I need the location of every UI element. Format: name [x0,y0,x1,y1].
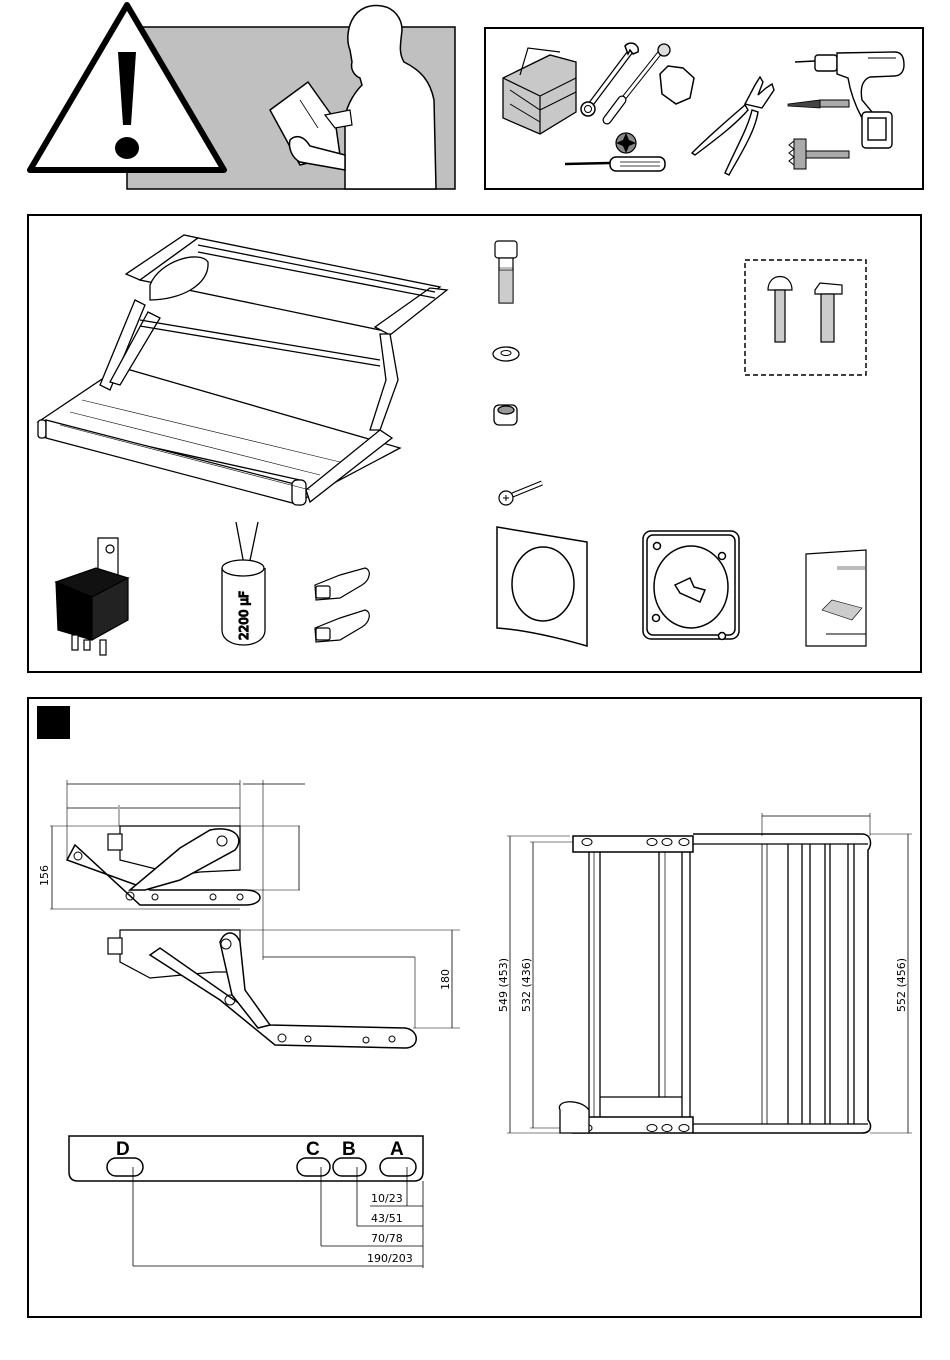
warning-triangle-icon [27,2,227,173]
parts-panel [27,214,922,673]
switch-cover-plate-icon [496,526,588,648]
dimension-552: 552 (456) [895,958,908,1012]
hex-nut-icon [659,65,695,105]
dimension-549: 549 (453) [497,958,510,1012]
step-marker [37,706,70,739]
hand [288,135,346,171]
t-bolt-icon [814,282,843,343]
warning-panel [0,0,470,200]
screwdriver-icon [564,156,666,172]
measurement-c: 70/78 [371,1232,403,1245]
dimension-532: 532 (436) [520,958,533,1012]
position-label-d: D [116,1139,130,1160]
hex-bolt-icon [494,240,518,304]
capacitor-icon: 2200 µF [221,521,266,646]
optional-bolts-box [744,259,867,376]
measurement-a: 10/23 [371,1192,403,1205]
slot-b [332,1157,367,1177]
tools-panel [484,27,924,190]
exclamation-bar [118,52,136,125]
slot-c [296,1157,331,1177]
person-reading-icon [269,4,437,190]
toolbox-icon [502,47,577,135]
tools-illustration [502,42,905,176]
slot-a [379,1157,417,1177]
capacitor-label: 2200 µF [237,591,251,640]
flat-connectors-icon [314,567,370,643]
drill-bit-icon [787,99,850,109]
mounting-rail [68,1135,424,1268]
measurement-b: 43/51 [371,1212,403,1225]
dimension-156: 156 [38,865,51,886]
socket-wrench-icon [602,43,671,125]
lock-nut-icon [493,404,518,426]
dimension-180: 180 [439,969,452,990]
exclamation-dot [115,137,139,159]
hole-saw-icon [788,138,850,170]
warning-illustration [27,2,456,190]
cordless-drill-icon [794,51,905,149]
position-label-b: B [342,1139,356,1160]
position-label-c: C [306,1139,320,1160]
phillips-bit-icon [615,132,637,154]
carriage-bolt-icon [767,275,793,343]
dimensions-panel [27,697,922,1318]
tapping-screw-icon [498,480,543,506]
top-view [507,813,912,1134]
instruction-manual-icon [805,549,867,647]
washer-icon [492,346,520,362]
switch-icon [642,530,740,641]
slot-d [106,1157,144,1177]
side-view-retracted [50,780,305,960]
parts-illustration: 2200 µF [36,234,867,656]
position-label-a: A [390,1139,404,1160]
relay-icon [54,537,130,656]
measurement-d: 190/203 [367,1252,413,1265]
side-view-extended [107,929,460,1049]
wrench-icon [580,42,639,117]
pliers-icon [690,75,775,176]
folding-step-icon [36,234,449,506]
